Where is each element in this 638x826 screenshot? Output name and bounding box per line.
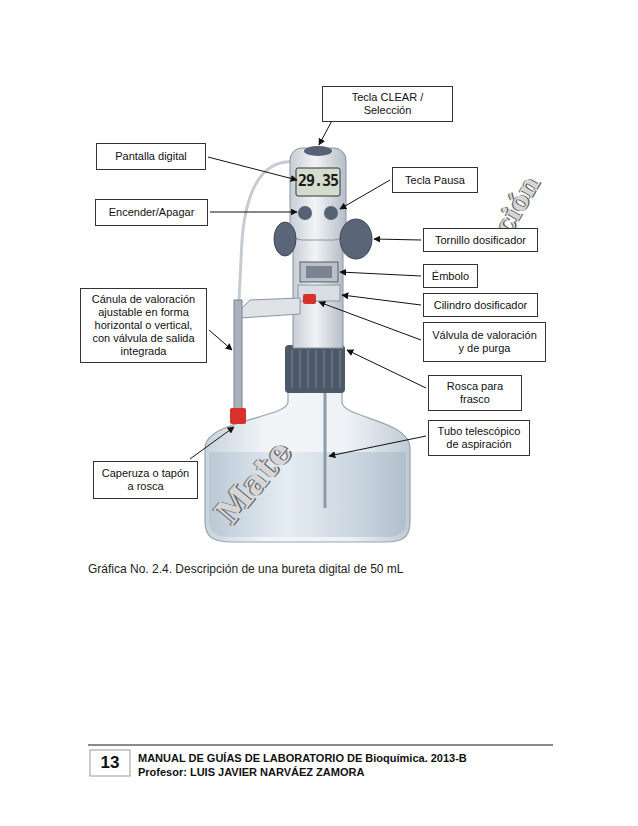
footer-text: MANUAL DE GUÍAS DE LABORATORIO DE Bioquí… — [138, 752, 467, 764]
cannula — [234, 300, 242, 410]
callout-label: Tecla Pausa — [405, 174, 465, 187]
lcd-reading: 29.35 — [298, 172, 338, 190]
callout-label: Émbolo — [432, 270, 469, 283]
glass-bottle — [205, 392, 410, 542]
callout-label: Caperuza o tapón a rosca — [99, 467, 192, 493]
callout-label: Cilindro dosificador — [434, 299, 528, 312]
pause-key — [324, 206, 338, 220]
footer-rule — [88, 744, 553, 746]
callout-label: Encender/Apagar — [109, 206, 195, 219]
callout-box: Tecla CLEAR / Selección — [322, 86, 453, 122]
power-key — [298, 206, 312, 220]
callout-label: Tecla CLEAR / Selección — [328, 91, 447, 117]
piston-window — [300, 262, 338, 282]
lcd — [296, 168, 340, 196]
dosing-knob — [274, 222, 296, 256]
callout-box: Cánula de valoración ajustable en forma … — [80, 288, 207, 363]
callout-box: Caperuza o tapón a rosca — [93, 461, 198, 499]
callout-label: Tubo telescópico de aspiración — [434, 425, 524, 451]
footer-text: Profesor: LUIS JAVIER NARVÁEZ ZAMORA — [138, 766, 364, 778]
dosing-knob — [340, 219, 372, 259]
flexible-tube — [239, 162, 296, 300]
telescopic-tube — [324, 392, 327, 508]
callout-label: Pantalla digital — [115, 150, 187, 163]
page-number-box — [90, 750, 130, 776]
valve — [303, 294, 316, 304]
titration-arm — [240, 298, 300, 318]
callout-box: Pantalla digital — [96, 143, 206, 170]
callout-box: Émbolo — [423, 264, 478, 288]
page-number: 13 — [90, 753, 130, 773]
callout-label: Rosca para frasco — [434, 380, 516, 406]
device-body — [293, 230, 343, 348]
callout-label: Tornillo dosificador — [435, 234, 526, 247]
callout-label: Cánula de valoración ajustable en forma … — [86, 293, 201, 358]
bottle-thread — [285, 345, 345, 393]
callout-box: Tecla Pausa — [392, 167, 478, 193]
callout-box: Tornillo dosificador — [423, 228, 538, 252]
device-head — [290, 148, 346, 240]
callout-box: Rosca para frasco — [428, 375, 522, 411]
callout-box: Válvula de valoración y de purga — [423, 322, 546, 362]
callout-box: Tubo telescópico de aspiración — [428, 420, 530, 456]
figure-caption: Gráfica No. 2.4. Descripción de una bure… — [88, 562, 404, 576]
clear-key — [304, 146, 332, 156]
callout-box: Cilindro dosificador — [423, 293, 538, 317]
red-cap — [230, 408, 246, 424]
callout-label: Válvula de valoración y de purga — [429, 329, 540, 355]
callout-box: Encender/Apagar — [95, 199, 208, 226]
